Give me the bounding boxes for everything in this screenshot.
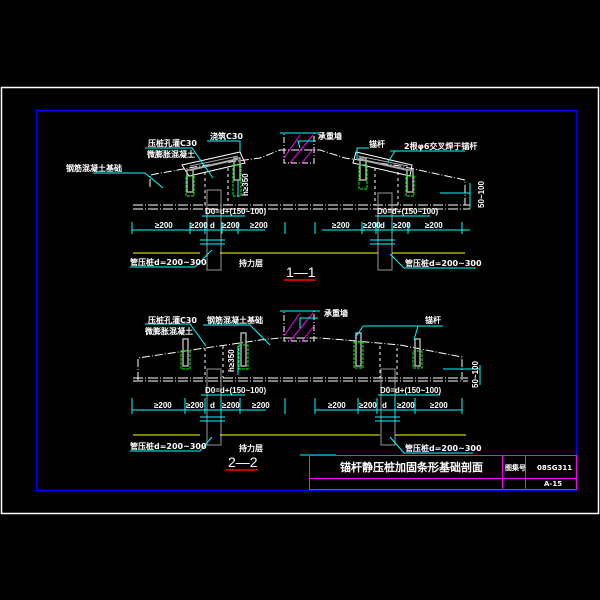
- anchor-bolt: [406, 169, 414, 193]
- anchor-hole: [358, 164, 368, 190]
- anchor-bolt: [359, 157, 367, 181]
- callout-strip-foundation: 钢筋混凝土基础: [207, 315, 263, 325]
- leader-lines: [130, 317, 481, 454]
- callout-pile-length: 管压桩d=200~300: [130, 257, 207, 267]
- dim-left-outer-r: ≥200: [332, 221, 350, 230]
- anchor-hole: [232, 164, 242, 197]
- dim-right-outer-r: ≥200: [425, 221, 443, 230]
- dim-right-inner-r: ≥200: [397, 401, 415, 410]
- atlas-label: 图集号: [505, 463, 526, 472]
- dim-left-outer: ≥200: [155, 221, 173, 230]
- bearing-wall: [280, 132, 320, 164]
- callout-pile-length: 管压桩d=200~300: [130, 441, 207, 451]
- drawing-title: 锚杆静压桩加固条形基础剖面: [340, 460, 483, 474]
- callout-pile-hole: 压桩孔灌C30: [148, 315, 197, 325]
- dim-left-inner-r: ≥200: [359, 401, 377, 410]
- dim-right-inner-r: ≥200: [393, 221, 411, 230]
- dim-pile-spacing-right: D0=d+(150~100): [377, 207, 438, 216]
- anchor-hole: [405, 175, 415, 197]
- dim-pile-dia-r: d: [380, 221, 385, 230]
- anchor-bolt: [182, 338, 189, 367]
- callout-pile-length-right: 管压桩d=200~300: [405, 443, 482, 453]
- dim-edge: 50~100: [477, 181, 486, 208]
- dim-pile-spacing-left: D0=d+(150~100): [205, 207, 266, 216]
- dim-pile-spacing-left: D0=d+(150~100): [205, 386, 266, 395]
- dim-edge: 50~100: [471, 361, 480, 388]
- inner-frame: [35, 109, 578, 492]
- section-label: 1—1: [286, 264, 316, 280]
- anchor-bolt: [186, 169, 194, 193]
- callout-bearing-layer: 持力层: [239, 258, 263, 268]
- leader-lines: [93, 140, 476, 269]
- dim-pile-spacing-right: D0=d+(150~100): [380, 386, 441, 395]
- title-block: 锚杆静压桩加固条形基础剖面 图集号 08SG311 A-15: [300, 454, 577, 490]
- callout-anchor-bolt: 锚杆: [425, 315, 441, 325]
- outer-frame: [0, 86, 600, 515]
- atlas-number: 08SG311: [537, 464, 572, 472]
- anchor-hole: [412, 350, 423, 369]
- dim-right-outer-r: ≥200: [430, 401, 448, 410]
- strip-foundation-outline: [149, 149, 466, 205]
- dimension-line: [131, 394, 463, 422]
- callout-micro-expansion: 微膨胀混凝土: [144, 326, 193, 336]
- callout-micro-expansion: 微膨胀混凝土: [146, 149, 195, 159]
- callout-strip-foundation: 钢筋混凝土基础: [66, 163, 122, 173]
- section-2-2: 压桩孔灌C30 微膨胀混凝土 钢筋混凝土基础 承重墙 锚杆 管压桩d=200~3…: [130, 308, 482, 471]
- anchor-bolt: [233, 157, 241, 181]
- dim-left-inner-r: ≥200: [363, 221, 381, 230]
- callout-pile-length-right: 管压桩d=200~300: [405, 258, 482, 268]
- dim-right-outer: ≥200: [250, 221, 268, 230]
- section-label: 2—2: [228, 454, 258, 470]
- anchor-hole: [180, 350, 191, 370]
- callout-seal-c30: 浇筑C30: [210, 131, 243, 141]
- anchor-bolt: [414, 338, 421, 367]
- dim-pile-dia: d: [210, 221, 215, 230]
- dim-right-inner: ≥200: [222, 401, 240, 410]
- anchor-bolt: [355, 332, 362, 367]
- dim-hole-depth: h≥350: [241, 173, 250, 196]
- dim-right-inner: ≥200: [222, 221, 240, 230]
- anchor-hole: [238, 344, 249, 370]
- anchor-hole: [353, 341, 364, 369]
- callout-bearing-layer: 持力层: [239, 443, 263, 453]
- callout-bearing-wall: 承重墙: [318, 131, 342, 141]
- anchor-hole: [185, 175, 195, 197]
- dim-left-outer-r: ≥200: [328, 401, 346, 410]
- dim-hole-depth: h≥350: [227, 349, 236, 372]
- dim-left-inner: ≥200: [190, 221, 208, 230]
- dimension-line: [131, 215, 470, 245]
- callout-pile-hole: 压桩孔灌C30: [148, 138, 197, 148]
- callout-anchor-bolt: 锚杆: [369, 139, 385, 149]
- dim-left-inner: ≥200: [186, 401, 204, 410]
- dim-pile-dia: d: [210, 401, 215, 410]
- callout-bearing-wall: 承重墙: [324, 308, 348, 318]
- dim-pile-dia-r: d: [382, 401, 387, 410]
- anchor-bolt: [240, 332, 247, 367]
- dim-left-outer: ≥200: [154, 401, 172, 410]
- callout-weld-note: 2根φ6交叉焊于锚杆: [404, 141, 477, 151]
- dim-right-outer: ≥200: [252, 401, 270, 410]
- page-number: A-15: [544, 480, 562, 488]
- section-1-1: 钢筋混凝土基础 压桩孔灌C30 微膨胀混凝土 浇筑C30 承重墙 锚杆 2根φ6…: [66, 131, 486, 281]
